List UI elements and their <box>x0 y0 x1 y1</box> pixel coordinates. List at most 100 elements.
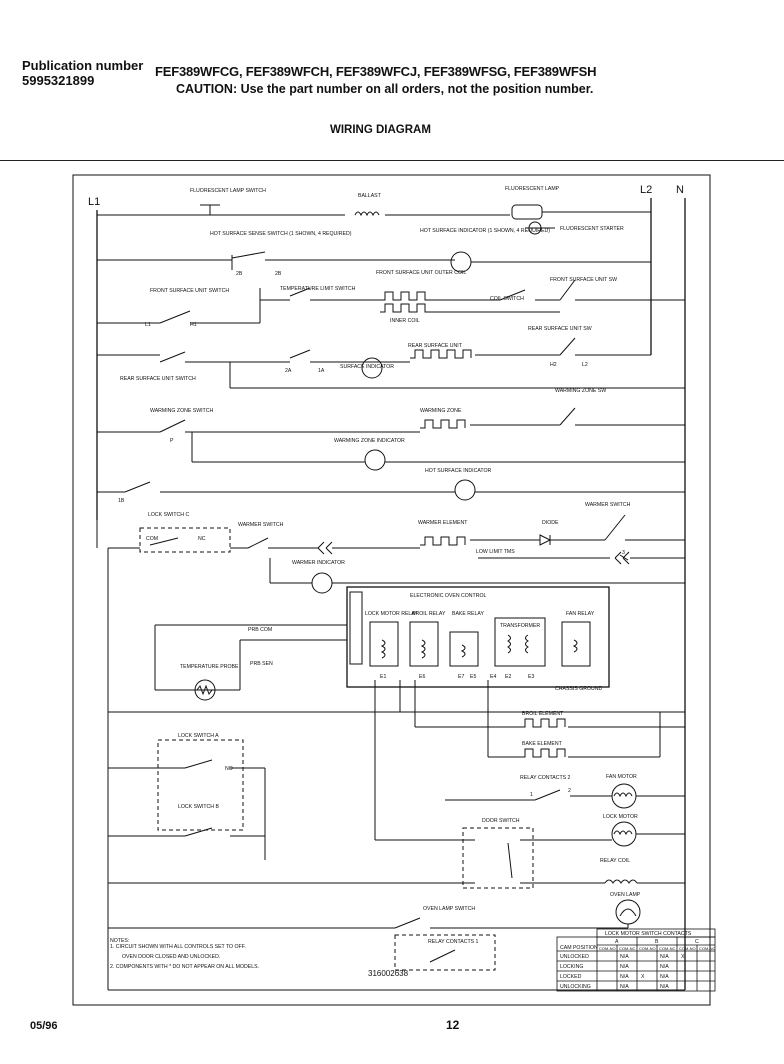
label-oven-lamp-switch: OVEN LAMP SWITCH <box>423 906 475 912</box>
mark-e6: E6 <box>419 674 425 680</box>
label-ballast: BALLAST <box>358 193 382 199</box>
label-front-surface-unit-switch: FRONT SURFACE UNIT SWITCH <box>150 288 229 294</box>
label-door-switch: DOOR SWITCH <box>482 818 520 824</box>
label-prb-com: PRB COM <box>248 627 272 633</box>
terminal-l1: L1 <box>88 196 100 208</box>
label-warmer-switch: WARMER SWITCH <box>238 522 284 528</box>
publication-number: 5995321899 <box>22 73 95 88</box>
mark-e5: E5 <box>470 674 476 680</box>
label-coil-switch: COIL SWITCH <box>490 296 524 302</box>
label-diode: DIODE <box>542 520 559 526</box>
oven-lamp-symbol <box>615 899 641 925</box>
label-temperature-probe: TEMPERATURE PROBE <box>180 664 239 670</box>
lock-row-2-label: LOCKED <box>560 974 582 980</box>
label-oven-lamp: OVEN LAMP <box>610 892 641 898</box>
lock-table-col-a: A <box>615 939 619 945</box>
mark-2b: 2B <box>236 271 243 277</box>
lock-table-col-c: C <box>695 939 699 945</box>
label-chassis-ground: CHASSIS GROUND <box>555 686 603 692</box>
lock-row-1-c3: N/A <box>660 964 669 970</box>
mark-e4: E4 <box>490 674 496 680</box>
label-rear-surface-unit-sw: REAR SURFACE UNIT SW <box>528 326 592 332</box>
lock-table-sub-2: COM-NO <box>639 946 656 951</box>
lock-row-0-label: UNLOCKED <box>560 954 589 960</box>
label-fan-motor: FAN MOTOR <box>606 774 637 780</box>
lock-contacts-table <box>556 928 716 992</box>
note-1b: OVEN DOOR CLOSED AND UNLOCKED. <box>122 954 220 960</box>
publication-label: Publication number <box>22 58 144 73</box>
label-lock-switch-b: LOCK SWITCH B <box>178 804 219 810</box>
label-relay-coil: RELAY COIL <box>600 858 630 864</box>
caution-note: CAUTION: Use the part number on all orde… <box>176 82 594 96</box>
lock-row-0-c4: X <box>681 954 685 960</box>
lock-row-2-c3: N/A <box>660 974 669 980</box>
label-lock-motor: LOCK MOTOR <box>603 814 638 820</box>
label-front-surface-outer-coil: FRONT SURFACE UNIT OUTER COIL <box>376 270 466 276</box>
label-hot-surface-indicator-multi: HOT SURFACE INDICATOR (1 SHOWN, 4 REQUIR… <box>420 228 550 234</box>
note-1: 1. CIRCUIT SHOWN WITH ALL CONTROLS SET T… <box>110 944 246 950</box>
hot-surface-indicator-lamp <box>450 251 472 273</box>
lock-table-title: LOCK MOTOR SWITCH CONTACTS <box>605 931 692 937</box>
label-lock-switch-c: LOCK SWITCH C <box>148 512 189 518</box>
lock-table-sub-5: COM-NC <box>699 946 716 951</box>
notes-heading: NOTES: <box>110 938 129 944</box>
label-lock-switch-a: LOCK SWITCH A <box>178 733 219 739</box>
label-hot-surface-indicator: HOT SURFACE INDICATOR <box>425 468 492 474</box>
lock-row-1-c1: N/A <box>620 964 629 970</box>
model-list: FEF389WFCG, FEF389WFCH, FEF389WFCJ, FEF3… <box>155 64 597 79</box>
lock-table-sub-3: COM-NC <box>659 946 676 951</box>
mark-l2: L2 <box>582 362 588 368</box>
label-warming-zone-indicator: WARMING ZONE INDICATOR <box>334 438 405 444</box>
label-fluorescent-lamp-switch: FLUORESCENT LAMP SWITCH <box>190 188 266 194</box>
lock-row-3-c3: N/A <box>660 984 669 990</box>
label-bake-relay: BAKE RELAY <box>452 611 484 617</box>
label-warmer-switch-right: WARMER SWITCH <box>585 502 631 508</box>
label-warmer-element: WARMER ELEMENT <box>418 520 468 526</box>
lock-table-col-b: B <box>655 939 659 945</box>
lock-row-2-c1: N/A <box>620 974 629 980</box>
label-bake-element: BAKE ELEMENT <box>522 741 563 747</box>
label-electronic-oven-control: ELECTRONIC OVEN CONTROL <box>410 593 486 599</box>
mark-h1: H1 <box>190 322 197 328</box>
diagram-part-number: 316002638 <box>368 969 409 978</box>
label-low-limit-tms: LOW LIMIT TMS <box>476 549 515 555</box>
mark-2a: 2A <box>285 368 292 374</box>
lock-table-sub-4: COM-NO <box>679 946 696 951</box>
mark-1a: 1A <box>318 368 325 374</box>
lock-row-3-label: UNLOCKING <box>560 984 591 990</box>
mark-h2: H2 <box>550 362 557 368</box>
mark-e2: E2 <box>505 674 511 680</box>
label-hot-surface-sense-switch: HOT SURFACE SENSE SWITCH (1 SHOWN, 4 REQ… <box>210 231 352 237</box>
temperature-probe-symbol <box>194 679 216 701</box>
mark-e7: E7 <box>458 674 464 680</box>
warming-zone-indicator-lamp <box>364 449 386 471</box>
fan-motor-symbol <box>611 783 637 809</box>
mark-com: COM <box>146 536 158 542</box>
label-temperature-limit-switch: TEMPERATURE LIMIT SWITCH <box>280 286 356 292</box>
header-divider <box>0 160 784 161</box>
label-inner-coil: INNER COIL <box>390 318 420 324</box>
mark-e3: E3 <box>528 674 534 680</box>
mark-2: 2 <box>568 788 571 794</box>
electronic-oven-control-box <box>346 586 610 688</box>
mark-1: 1 <box>530 792 533 798</box>
label-rear-surface-unit: REAR SURFACE UNIT <box>408 343 463 349</box>
label-relay-contacts-2: RELAY CONTACTS 2 <box>520 775 571 781</box>
mark-no: NO <box>225 766 233 772</box>
diagram-frame <box>72 174 711 1006</box>
hot-surface-indicator-lamp-2 <box>454 479 476 501</box>
lock-row-2-c2: X <box>641 974 645 980</box>
footer-date: 05/96 <box>30 1020 58 1032</box>
label-warmer-indicator: WARMER INDICATOR <box>292 560 345 566</box>
label-lock-motor-relay: LOCK MOTOR RELAY <box>365 611 418 617</box>
lock-row-1-label: LOCKING <box>560 964 583 970</box>
lock-motor-symbol <box>611 821 637 847</box>
warmer-indicator-lamp <box>311 572 333 594</box>
page-title: WIRING DIAGRAM <box>330 124 431 136</box>
note-2: 2. COMPONENTS WITH * DO NOT APPEAR ON AL… <box>110 964 259 970</box>
label-broil-relay: BROIL RELAY <box>412 611 446 617</box>
label-prb-sen: PRB SEN <box>250 661 273 667</box>
publication-number-block: Publication number 5995321899 <box>22 58 143 88</box>
label-front-surface-unit-sw: FRONT SURFACE UNIT SW <box>550 277 617 283</box>
